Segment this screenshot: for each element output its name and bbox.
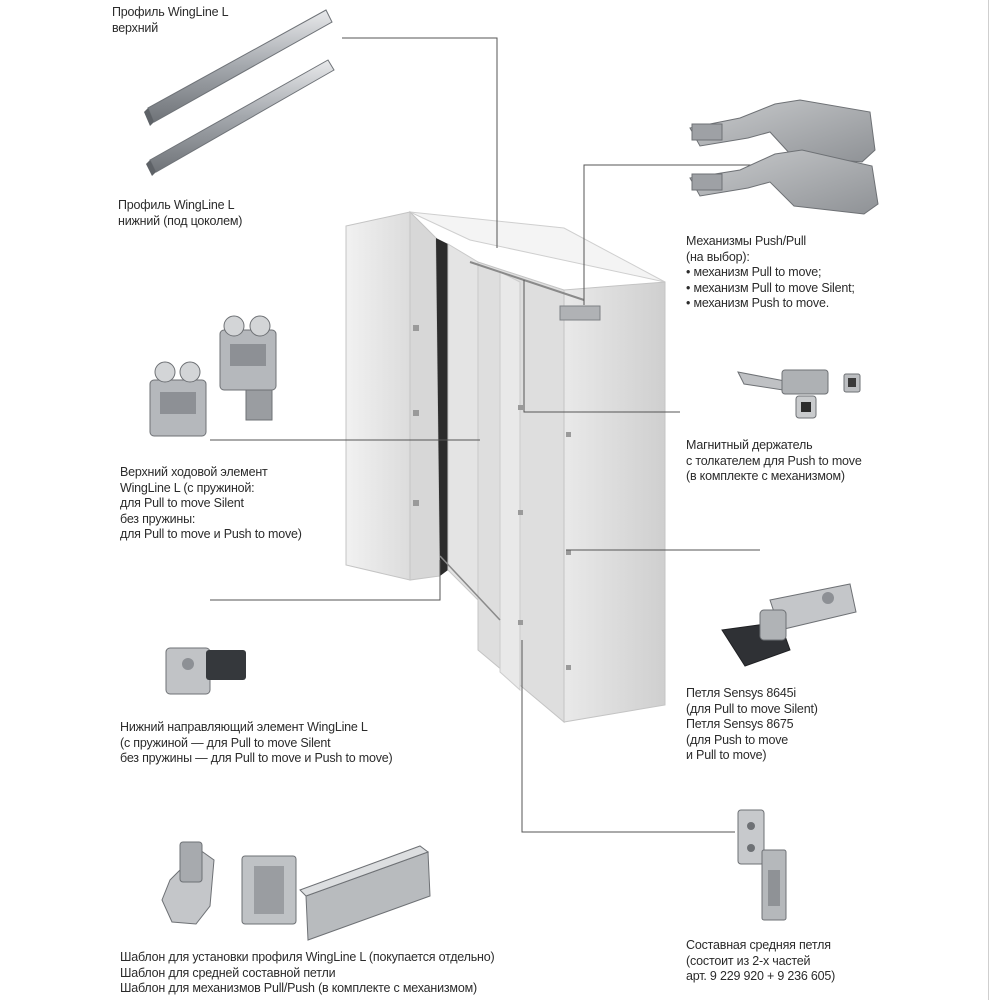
bottom-profile-rail [146, 59, 335, 176]
magnetic-holder [737, 369, 861, 419]
label-line: Составная средняя петля [686, 938, 831, 952]
label-line: Магнитный держатель [686, 438, 813, 452]
label-templates: Шаблон для установки профиля WingLine L … [120, 950, 495, 997]
label-magnet-holder: Магнитный держатель с толкателем для Pus… [686, 438, 862, 485]
label-top-runner: Верхний ходовой элемент WingLine L (с пр… [120, 465, 302, 543]
label-line: (для Pull to move Silent) [686, 701, 818, 716]
label-line: WingLine L (с пружиной: [120, 480, 255, 495]
label-line: (с пружиной — для Pull to move Silent [120, 735, 331, 750]
label-line: (состоит из 2-х частей [686, 953, 811, 968]
sensys-hinge [721, 583, 857, 667]
top-profile-rail [144, 9, 333, 126]
label-line: с толкателем для Push to move [686, 453, 862, 468]
label-line: нижний (под цоколем) [118, 213, 243, 228]
label-line: без пружины — для Pull to move и Push to… [120, 751, 393, 765]
label-hinge: Петля Sensys 8645i (для Pull to move Sil… [686, 686, 818, 764]
label-line: (на выбор): [686, 249, 750, 264]
label-line: Механизмы Push/Pull [686, 234, 806, 248]
frame-border [988, 0, 989, 1000]
label-line: Шаблон для средней составной петли [120, 965, 336, 980]
label-line: (для Push to move [686, 732, 789, 747]
label-line: (в комплекте с механизмом) [686, 469, 845, 483]
label-line: Шаблон для механизмов Pull/Push (в компл… [120, 981, 477, 995]
label-push-pull: Механизмы Push/Pull (на выбор): • механи… [686, 234, 855, 312]
label-line: для Pull to move и Push to move) [120, 527, 302, 541]
top-runner-elements [149, 315, 277, 437]
push-pull-mechanisms [689, 99, 879, 215]
label-line: для Pull to move Silent [120, 496, 244, 510]
cabinet-illustration [345, 210, 666, 724]
label-top-profile: Профиль WingLine L верхний [112, 5, 229, 36]
label-line: Верхний ходовой элемент [120, 465, 268, 479]
label-line: Профиль WingLine L [118, 198, 235, 212]
label-line: Профиль WingLine L [112, 5, 229, 19]
label-line: и Pull to move) [686, 748, 767, 762]
leader-lines [210, 37, 760, 833]
label-line: без пружины: [120, 511, 196, 526]
label-line: Петля Sensys 8645i [686, 686, 796, 700]
label-line: Нижний направляющий элемент WingLine L [120, 720, 368, 734]
label-middle-hinge: Составная средняя петля (состоит из 2-х … [686, 938, 835, 985]
label-line: верхний [112, 20, 158, 35]
label-line: Шаблон для установки профиля WingLine L … [120, 950, 495, 964]
middle-composite-hinge [737, 809, 787, 921]
label-line: • механизм Pull to move Silent; [686, 280, 855, 295]
bottom-guide-element [165, 647, 246, 695]
label-line: • механизм Pull to move; [686, 265, 822, 279]
label-line: арт. 9 229 920 + 9 236 605) [686, 969, 836, 983]
label-line: Петля Sensys 8675 [686, 717, 794, 731]
installation-templates [161, 841, 431, 941]
label-bottom-profile: Профиль WingLine L нижний (под цоколем) [118, 198, 242, 229]
label-line: • механизм Push to move. [686, 296, 829, 310]
label-bottom-guide: Нижний направляющий элемент WingLine L (… [120, 720, 393, 767]
